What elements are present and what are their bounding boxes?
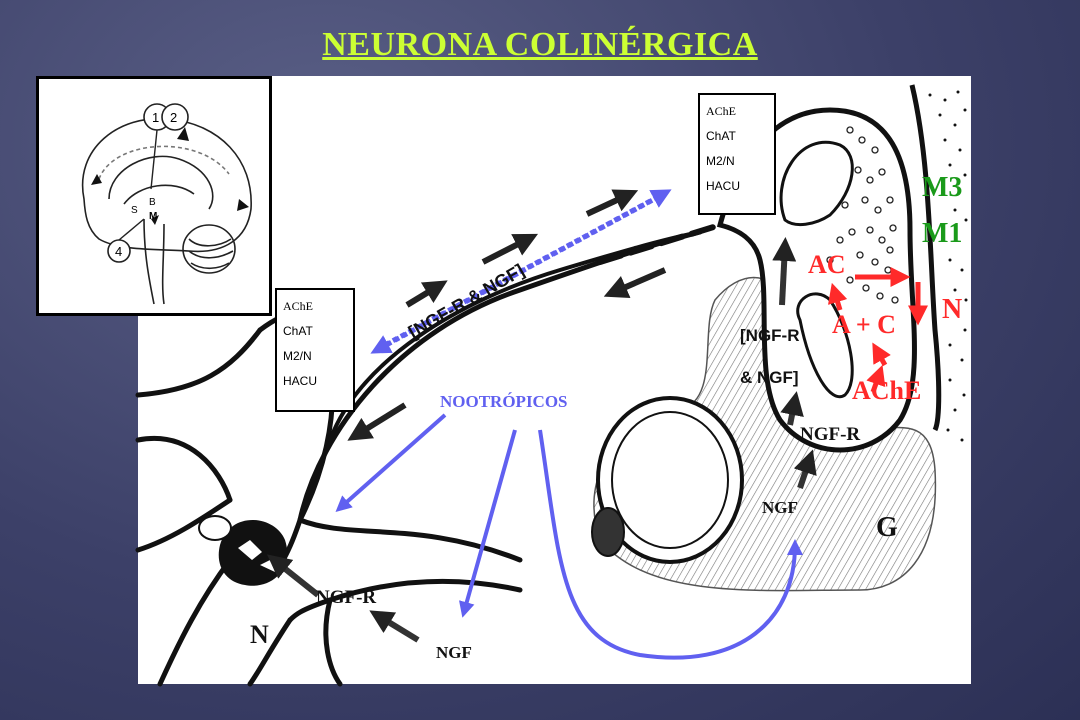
- nootropic-arrows: [335, 413, 803, 660]
- retrograde-arrows: [347, 267, 667, 441]
- postsynaptic-membrane: [909, 84, 968, 442]
- marker-chat: ChAT: [283, 324, 313, 338]
- soma-ngf-r-label: NGF-R: [316, 587, 377, 608]
- glial-nucleus: [596, 396, 744, 564]
- n-receptor-label: N: [942, 294, 963, 325]
- m3-receptor-label: M3: [922, 172, 963, 203]
- bottom-ngf-label: NGF: [436, 643, 472, 662]
- brain-sagittal-icon: 1 2 S B M 4: [81, 103, 252, 305]
- marker-m2n: M2/N: [283, 349, 312, 363]
- terminal-ngf-r-label: [NGF-R: [740, 326, 800, 345]
- glia-ngf-label: NGF: [762, 498, 798, 517]
- soma-n-label: N: [250, 620, 269, 649]
- brain-label-1: 1: [152, 110, 159, 125]
- brain-label-m: M: [149, 211, 157, 222]
- brain-label-2: 2: [170, 110, 177, 125]
- synapse-red-arrows: [828, 267, 928, 393]
- a-plus-c-label: A + C: [832, 310, 896, 339]
- marker-m2n: M2/N: [706, 154, 735, 168]
- brain-inset: 1 2 S B M 4: [36, 76, 272, 316]
- markers-box-top: AChE ChAT M2/N HACU: [698, 93, 776, 215]
- page-title: NEURONA COLINÉRGICA: [322, 26, 758, 63]
- anterograde-arrows: [405, 189, 639, 308]
- marker-ache: AChE: [706, 104, 736, 118]
- brain-label-s: S: [131, 205, 138, 216]
- marker-chat: ChAT: [706, 129, 736, 143]
- soma-nucleus: [198, 515, 288, 586]
- glia-g-label: G: [876, 512, 898, 543]
- glia-ngf-r-label: NGF-R: [800, 424, 861, 445]
- axon: [297, 222, 723, 523]
- brain-label-b: B: [149, 197, 156, 208]
- marker-ache: AChE: [283, 299, 313, 313]
- bidirectional-transport-arrow: [370, 189, 672, 354]
- glial-cell: [591, 276, 937, 592]
- marker-hacu: HACU: [706, 179, 741, 193]
- brain-label-4: 4: [115, 244, 122, 259]
- nootropicos-label: NOOTRÓPICOS: [440, 392, 568, 411]
- ngf-signal-arrows: [266, 237, 817, 643]
- markers-box-left: AChE ChAT M2/N HACU: [275, 288, 355, 412]
- terminal-ngf-label: & NGF]: [740, 368, 799, 387]
- ac-label: AC: [808, 250, 846, 279]
- m1-receptor-label: M1: [922, 218, 963, 249]
- marker-hacu: HACU: [283, 374, 318, 388]
- ache-label: AChE: [852, 376, 922, 405]
